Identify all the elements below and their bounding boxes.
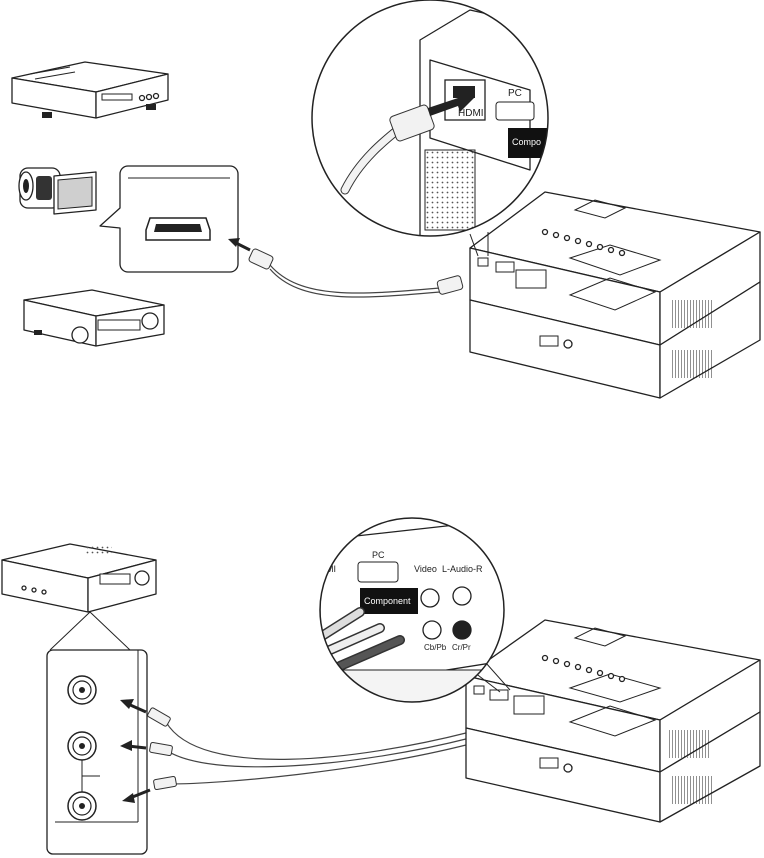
zoom-label-cbpb: Cb/Pb xyxy=(424,643,447,652)
zoom-label-crpr: Cr/Pr xyxy=(452,643,471,652)
rca-jack-1 xyxy=(68,676,96,704)
rca-jack-2 xyxy=(68,732,96,760)
zoom-label-pc: PC xyxy=(508,88,522,99)
zoom-label-audio: L-Audio-R xyxy=(442,564,483,574)
zoom-label-component: Compo xyxy=(512,137,541,147)
component-jack-panel xyxy=(47,650,147,854)
av-receiver-bottom-icon xyxy=(2,544,156,612)
projector-top xyxy=(470,192,760,398)
av-receiver-icon xyxy=(24,290,164,346)
hdmi-port-callout xyxy=(100,166,238,272)
video-camera-icon xyxy=(19,168,96,214)
rca-jack-3 xyxy=(68,792,96,820)
projector-bottom xyxy=(466,620,760,822)
zoom-label-pc-bottom: PC xyxy=(372,550,385,560)
dvd-player-icon xyxy=(12,62,168,118)
zoom-label-video: Video xyxy=(414,564,437,574)
zoom-label-component-bottom: Component xyxy=(364,596,411,606)
hdmi-cable xyxy=(248,248,463,297)
